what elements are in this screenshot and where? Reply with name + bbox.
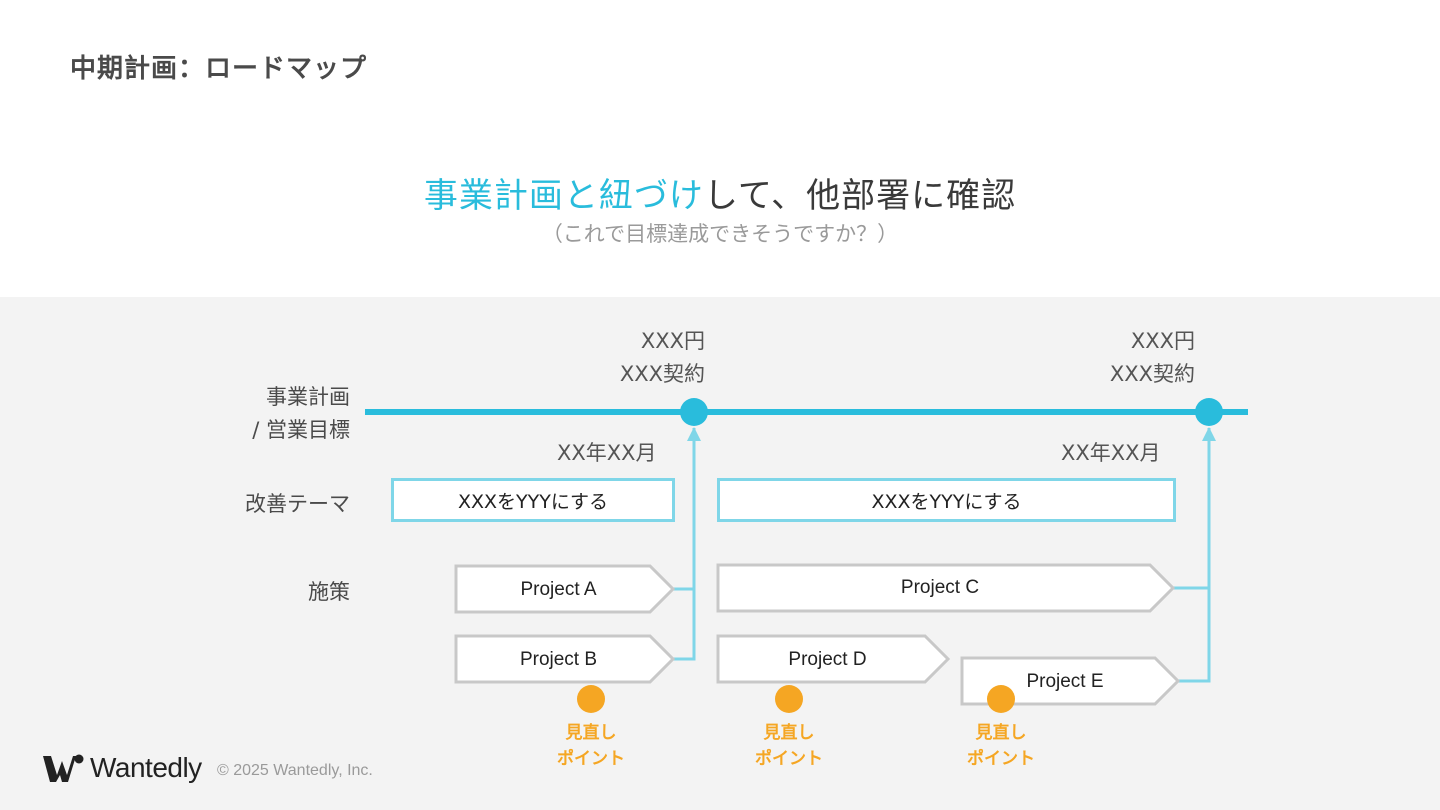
review-label-1-line2: ポイント (557, 749, 625, 769)
review-label-3: 見直し ポイント (951, 720, 1051, 772)
row-label-plan: 事業計画 / 営業目標 (200, 381, 350, 447)
project-c-shape (716, 563, 1176, 613)
review-label-1: 見直し ポイント (541, 720, 641, 772)
wantedly-mark-icon (43, 754, 84, 782)
review-label-3-line1: 見直し (975, 723, 1027, 743)
milestone-2-contract: XXX契約 (1109, 362, 1195, 386)
milestone-2-goal: XXX円 XXX契約 (1050, 325, 1195, 391)
project-e-shape (960, 656, 1181, 706)
logo-text: Wantedly (90, 752, 202, 783)
roadmap-background (0, 297, 1440, 810)
copyright: © 2025 Wantedly, Inc. (217, 762, 373, 779)
milestone-1-contract: XXX契約 (619, 362, 705, 386)
subline: （これで目標達成できそうですか？） (541, 222, 899, 246)
wantedly-logo: Wantedly (42, 752, 202, 784)
review-label-2-line2: ポイント (755, 749, 823, 769)
review-dot-2 (775, 685, 803, 713)
project-e-label: Project E (1026, 671, 1104, 692)
project-a-shape (454, 564, 676, 614)
project-a-label: Project A (520, 579, 597, 600)
milestone-1-date: XX年XX月 (557, 441, 657, 465)
theme-box-2: XXXをYYYにする (717, 478, 1176, 522)
theme-box-1: XXXをYYYにする (391, 478, 675, 522)
review-label-3-line2: ポイント (967, 749, 1035, 769)
milestone-2-amount: XXX円 (1130, 329, 1195, 353)
milestone-dot-1 (680, 398, 708, 426)
milestone-2-date: XX年XX月 (1061, 441, 1161, 465)
milestone-1-goal: XXX円 XXX契約 (560, 325, 705, 391)
arrowhead-1 (687, 427, 701, 441)
row-label-theme: 改善テーマ (245, 492, 350, 516)
project-b-label: Project B (519, 649, 598, 670)
review-label-1-line1: 見直し (565, 723, 617, 743)
headline-accent: 事業計画と紐づけ (423, 176, 704, 216)
review-label-2: 見直し ポイント (739, 720, 839, 772)
review-dot-1 (577, 685, 605, 713)
page-title: 中期計画：ロードマップ (70, 54, 368, 84)
headline: 事業計画と紐づけして、他部署に確認 (0, 168, 1440, 217)
row-label-plan-line1: 事業計画 (266, 385, 350, 409)
milestone-2-connectors (1173, 428, 1211, 683)
project-c-label: Project C (900, 577, 980, 598)
row-label-plan-line2: / 営業目標 (252, 418, 350, 442)
project-d-label: Project D (788, 649, 867, 670)
project-d-shape (716, 634, 951, 684)
row-label-measures: 施策 (308, 580, 350, 604)
review-label-2-line1: 見直し (763, 723, 815, 743)
project-b-shape (454, 634, 676, 684)
milestone-1-connectors (672, 428, 696, 661)
arrowhead-2 (1202, 427, 1216, 441)
milestone-1-amount: XXX円 (640, 329, 705, 353)
review-dot-3 (987, 685, 1015, 713)
milestone-dot-2 (1195, 398, 1223, 426)
headline-rest: して、他部署に確認 (703, 176, 1017, 216)
